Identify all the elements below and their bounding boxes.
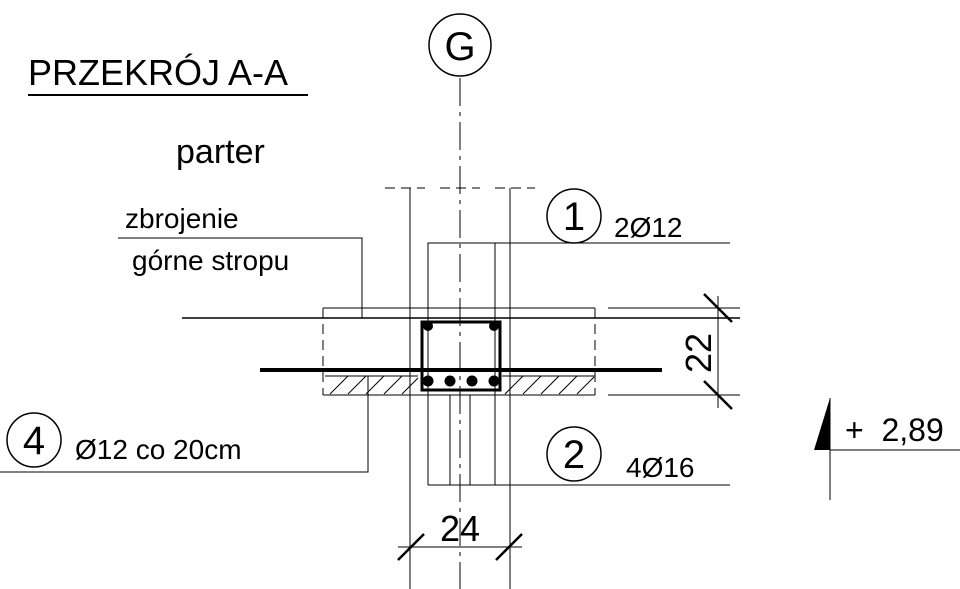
top-bar — [489, 321, 499, 331]
elevation-triangle-icon — [814, 398, 830, 450]
bottom-bar — [466, 375, 478, 387]
callout-number: 2 — [563, 433, 585, 477]
section-title: PRZEKRÓJ A-A — [28, 52, 288, 93]
callout-text: 2Ø12 — [614, 212, 683, 243]
dimension-height-value: 22 — [678, 333, 719, 373]
top-reinforcement-note: zbrojenie górne stropu — [118, 203, 363, 318]
dimension-height: 22 — [608, 293, 740, 410]
bottom-bar — [488, 375, 500, 387]
level-name: parter — [176, 133, 265, 171]
callout-1: 1 2Ø12 — [427, 188, 730, 322]
callout-text: 4Ø16 — [626, 452, 695, 483]
slab-hatch-right — [504, 375, 595, 395]
callout-4: 4 Ø12 co 20cm — [0, 376, 369, 473]
axis-label: G — [444, 25, 475, 69]
dimension-width-value: 24 — [440, 508, 480, 549]
elevation-marker: + 2,89 — [814, 398, 960, 500]
bottom-bar — [422, 375, 434, 387]
stirrup — [420, 320, 502, 392]
slab-hatch-left — [329, 375, 419, 395]
top-reinforcement-label-line2: górne stropu — [132, 245, 289, 276]
bottom-bar — [444, 375, 456, 387]
callout-number: 1 — [563, 195, 585, 239]
top-bar — [423, 321, 433, 331]
axis-marker-g: G — [428, 13, 492, 77]
callout-number: 4 — [23, 419, 45, 463]
top-reinforcement-label-line1: zbrojenie — [125, 203, 239, 234]
elevation-value: + 2,89 — [845, 412, 944, 448]
callout-text: Ø12 co 20cm — [75, 434, 242, 465]
callout-2: 2 4Ø16 — [428, 426, 730, 486]
dimension-width: 24 — [397, 508, 523, 561]
